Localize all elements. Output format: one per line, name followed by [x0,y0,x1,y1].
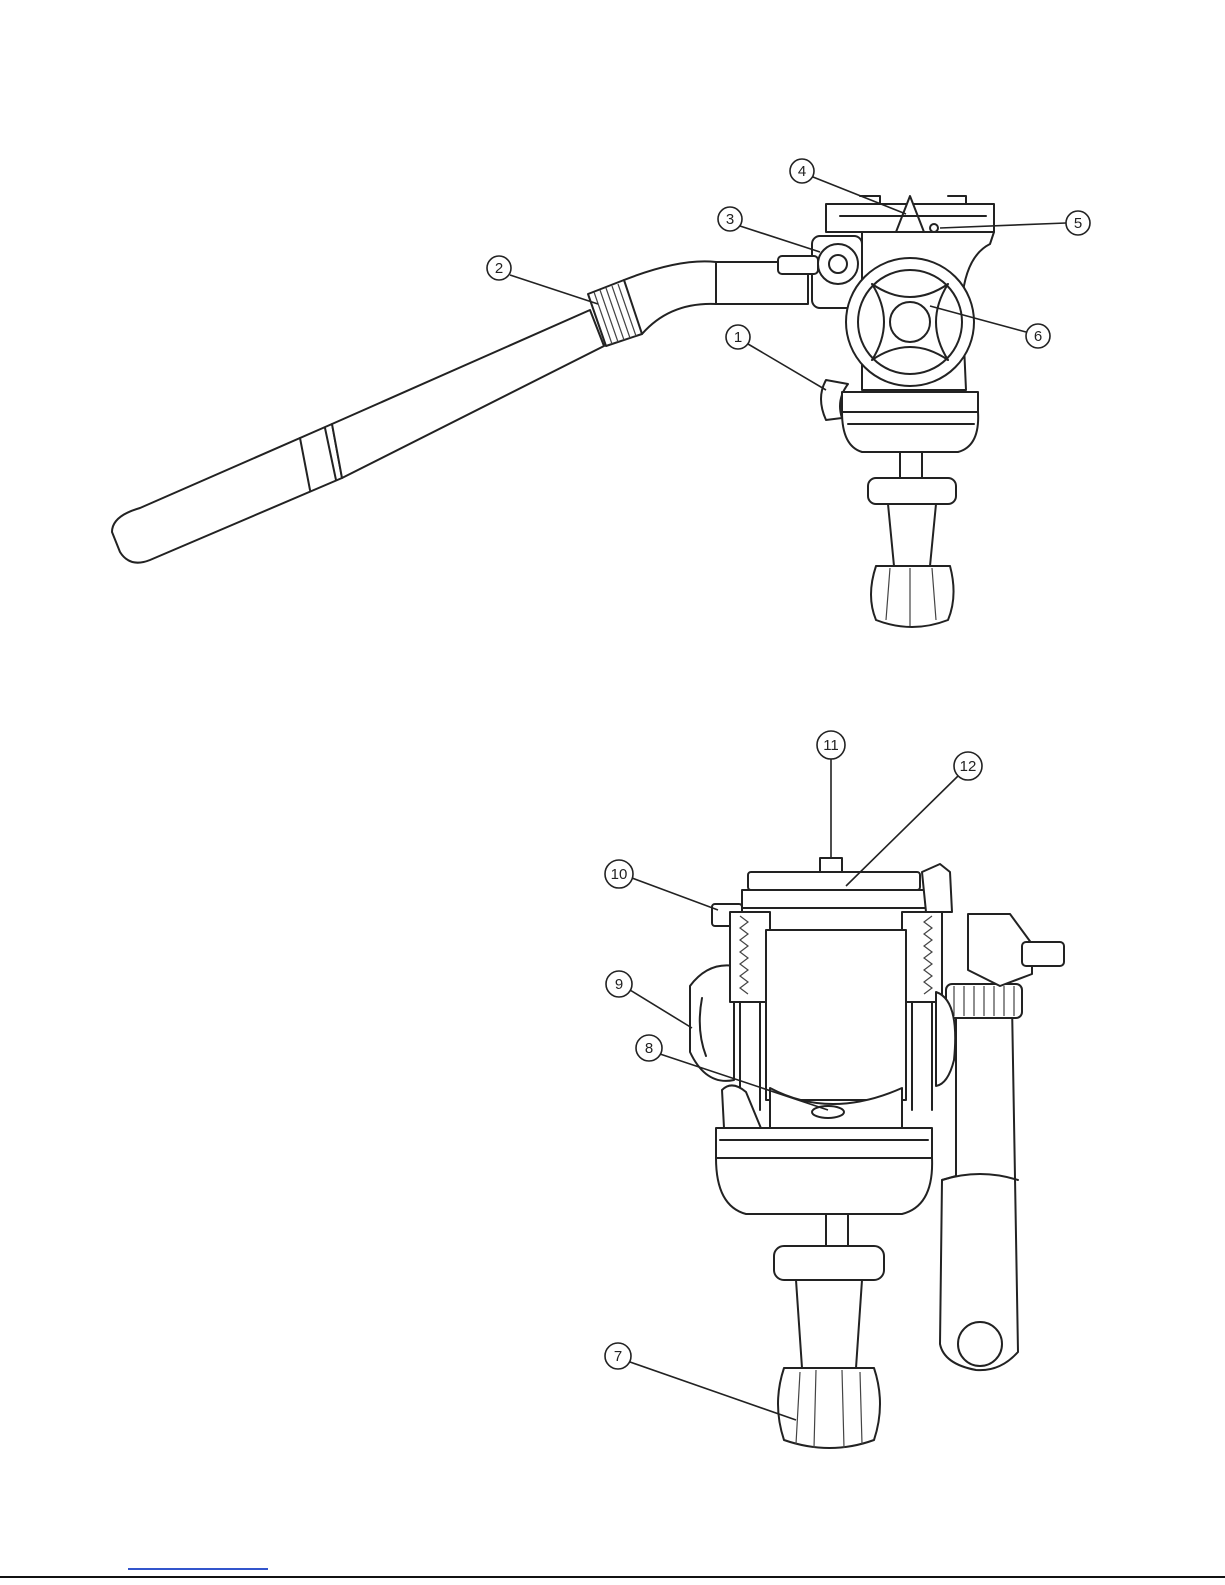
pan-base [842,392,978,627]
head-body [846,232,994,390]
svg-text:10: 10 [611,866,628,883]
svg-text:9: 9 [615,976,623,993]
callout-7: 7 [605,1343,796,1420]
side-view [112,196,994,627]
callout-10: 10 [605,860,718,910]
svg-text:11: 11 [823,737,839,754]
svg-text:5: 5 [1074,215,1082,232]
svg-text:7: 7 [614,1348,622,1365]
handle-clamp [778,236,862,308]
svg-text:6: 6 [1034,328,1042,345]
svg-text:8: 8 [645,1040,653,1057]
callout-9: 9 [606,971,692,1028]
callout-2: 2 [487,256,598,304]
svg-text:4: 4 [798,163,806,180]
callout-11: 11 [817,731,845,858]
svg-text:2: 2 [495,260,503,277]
front-handle [940,914,1064,1370]
callout-3: 3 [718,207,820,252]
svg-text:3: 3 [726,211,734,228]
footer-rule [0,1576,1225,1578]
footer-link-underline [128,1568,268,1570]
svg-text:1: 1 [734,329,742,346]
front-view [690,858,1064,1448]
svg-text:12: 12 [960,758,977,775]
callout-12: 12 [846,752,982,886]
front-base [716,1128,932,1448]
callout-1: 1 [726,325,826,390]
pan-handle [112,261,808,562]
